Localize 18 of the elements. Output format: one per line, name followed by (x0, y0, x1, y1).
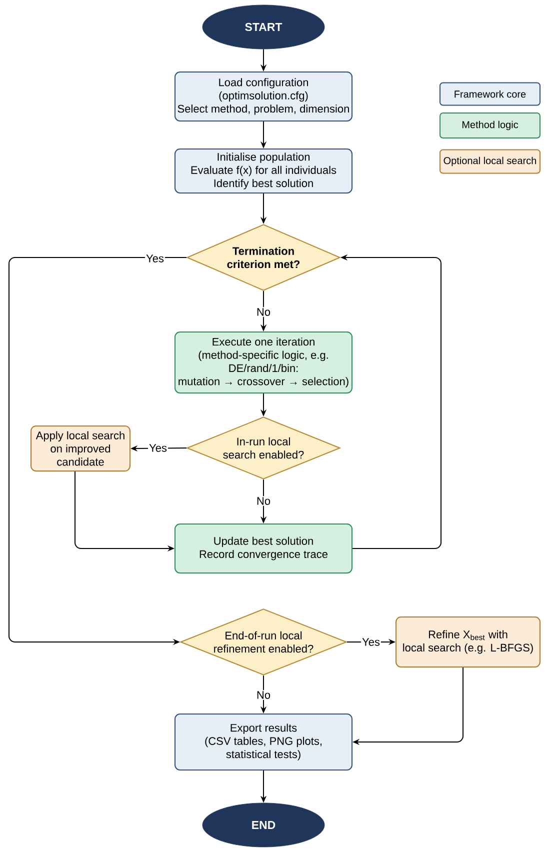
edge-label: Yes (148, 443, 168, 453)
terminal-oval: START (202, 4, 325, 50)
edge-label: No (255, 496, 272, 506)
process-box: Export results (CSV tables, PNG plots, statistical tests) (174, 714, 352, 770)
process-box: Apply local search on improved candidate (30, 426, 130, 472)
edge-label: Yes (145, 254, 165, 264)
process-box: Load configuration (optimsolution.cfg) Select method, problem, dimension (174, 72, 352, 122)
process-box: Refine X$_{best}$ with local search (e.g. L-BFGS) (396, 616, 540, 668)
legend-box: Framework core (440, 82, 540, 106)
edge-label: No (255, 690, 272, 700)
legend-box: Optional local search (440, 149, 540, 174)
process-box: Update best solution Record convergence trace (174, 524, 352, 574)
process-box: Initialise population Evaluate f(x) for all individuals Identify best solution (174, 148, 352, 194)
legend-box: Method logic (440, 112, 540, 138)
process-box: Execute one iteration (method-specific logic, e.g. DE/rand/1/bin: mutation → crossover → selection) (174, 332, 352, 394)
terminal-oval: END (202, 802, 325, 848)
edge-label: No (255, 307, 272, 317)
edge-label: Yes (361, 637, 381, 647)
